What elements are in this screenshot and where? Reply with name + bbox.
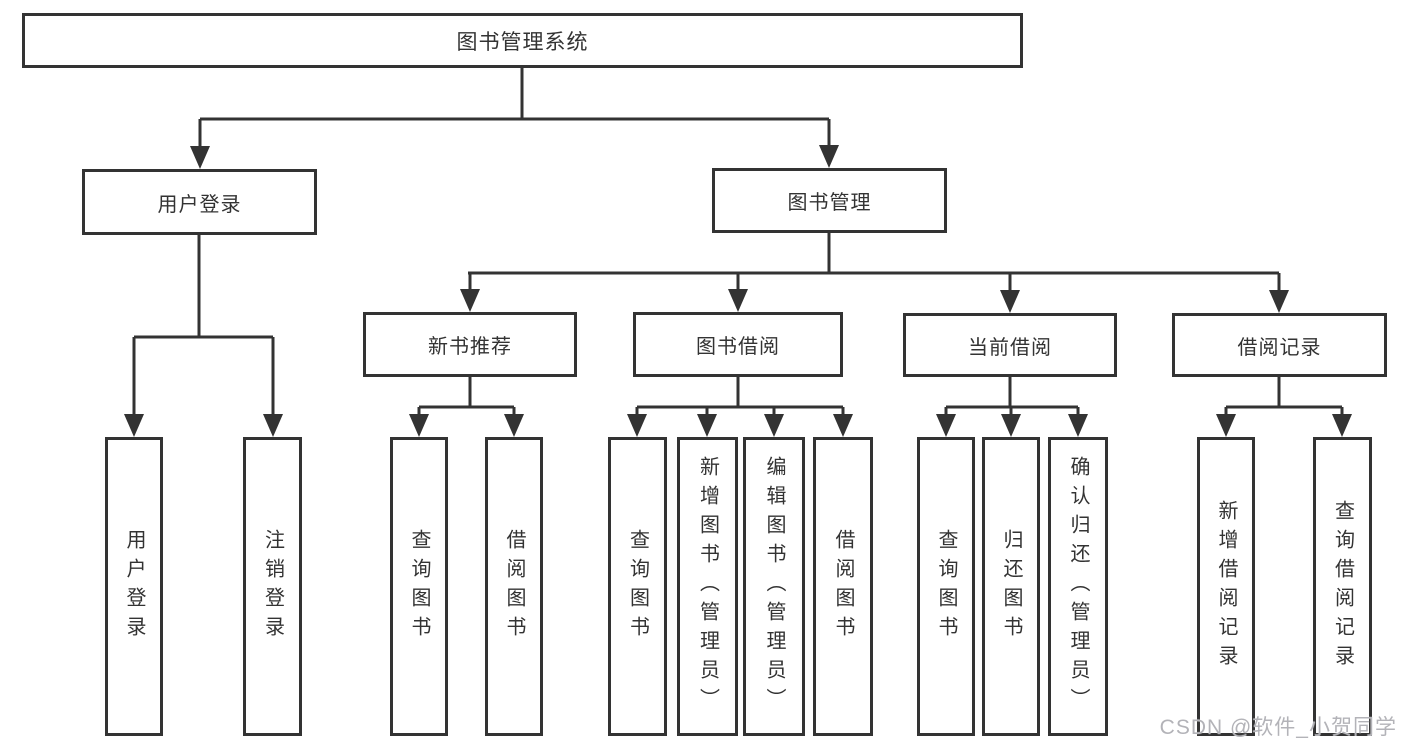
leaf-logout: 注销登录 (243, 437, 302, 736)
node-label: 当前借阅 (968, 336, 1052, 359)
leaf-label: 新增图书（管理员） (696, 456, 719, 717)
leaf-add-borrow-record: 新增借阅记录 (1197, 437, 1255, 736)
leaf-query-borrow-record: 查询借阅记录 (1313, 437, 1372, 736)
leaf-label: 借阅图书 (503, 528, 525, 645)
leaf-return-book: 归还图书 (982, 437, 1040, 736)
leaf-borrow-books-borrowing: 借阅图书 (813, 437, 873, 736)
leaf-borrow-books-recommend: 借阅图书 (485, 437, 543, 736)
leaf-label: 查询图书 (626, 528, 649, 645)
leaf-label: 查询图书 (408, 528, 430, 645)
leaf-label: 注销登录 (261, 528, 284, 645)
node-user-login: 用户登录 (82, 169, 317, 235)
leaf-query-books-borrowing: 查询图书 (608, 437, 667, 736)
node-label: 用户登录 (157, 193, 242, 216)
leaf-label: 编辑图书（管理员） (763, 456, 785, 717)
node-new-book-recommendation: 新书推荐 (363, 312, 577, 377)
csdn-watermark: CSDN @软件_小贺同学 (1159, 716, 1397, 739)
node-label: 借阅记录 (1237, 336, 1322, 359)
node-borrowing-records: 借阅记录 (1172, 313, 1387, 377)
leaf-label: 归还图书 (1000, 528, 1022, 645)
node-label: 图书借阅 (696, 336, 780, 358)
node-current-borrowing: 当前借阅 (903, 313, 1117, 377)
node-book-borrowing: 图书借阅 (633, 312, 843, 377)
leaf-user-login: 用户登录 (105, 437, 163, 736)
node-label: 图书管理系统 (456, 30, 589, 54)
leaf-confirm-return-admin: 确认归还（管理员） (1048, 437, 1108, 736)
node-book-management: 图书管理 (712, 168, 947, 233)
arrowheads (124, 145, 1352, 437)
leaf-label: 用户登录 (123, 528, 145, 645)
leaf-query-books-current: 查询图书 (917, 437, 975, 736)
leaf-label: 借阅图书 (832, 528, 854, 645)
leaf-query-books-recommend: 查询图书 (390, 437, 448, 736)
node-label: 图书管理 (787, 192, 872, 214)
leaf-label: 查询图书 (935, 528, 957, 645)
node-library-management-system: 图书管理系统 (22, 13, 1023, 68)
leaf-label: 确认归还（管理员） (1067, 456, 1089, 717)
leaf-edit-book-admin: 编辑图书（管理员） (743, 437, 805, 736)
leaf-add-book-admin: 新增图书（管理员） (677, 437, 738, 736)
leaf-label: 查询借阅记录 (1331, 499, 1354, 674)
leaf-label: 新增借阅记录 (1215, 499, 1237, 674)
node-label: 新书推荐 (428, 336, 512, 358)
connector-path (132, 67, 1344, 418)
